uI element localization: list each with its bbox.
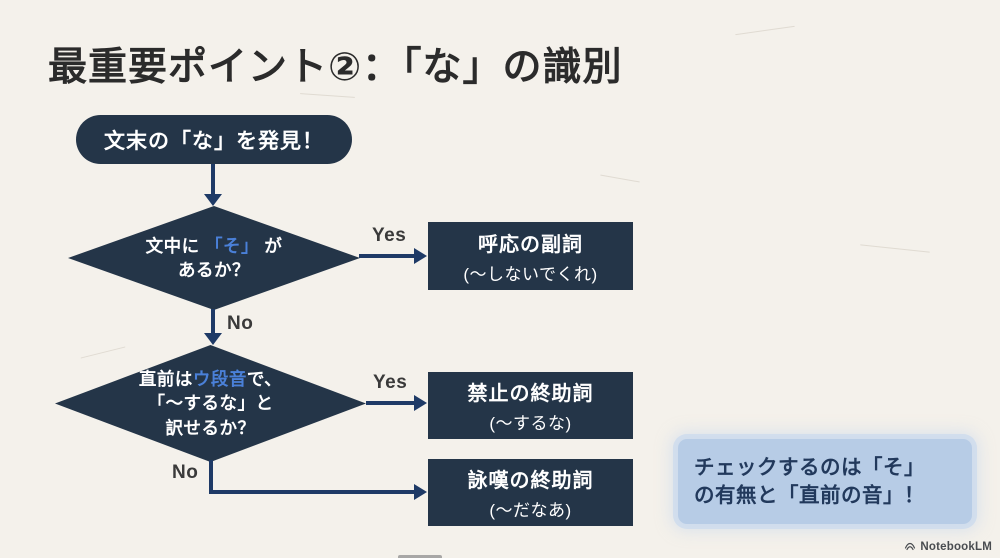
flow-result2-node: 禁止の終助詞 (〜するな): [428, 372, 633, 439]
accent-udan: ウ段音: [192, 368, 247, 389]
paper-texture-line: [300, 93, 355, 98]
callout-line1: チェックするのは「そ」: [694, 455, 925, 479]
video-scrubber-handle[interactable]: [398, 555, 442, 558]
arrowhead-right-icon: [414, 395, 427, 411]
flow-decision1-label: 文中に 「そ」 が あるか？: [146, 234, 283, 283]
decision2-line3: 訳せるか？: [165, 417, 256, 438]
accent-so: 「そ」: [205, 235, 259, 256]
flow-result1-node: 呼応の副詞 (〜しないでくれ): [428, 222, 633, 290]
paper-texture-line: [735, 25, 795, 36]
flow-decision1-node: 文中に 「そ」 が あるか？: [68, 206, 360, 310]
edge-label-no2: No: [172, 462, 199, 483]
paper-texture-line: [80, 346, 126, 359]
arrow-start-to-decision1: [211, 164, 215, 195]
flow-decision2-label: 直前はウ段音で、 「〜するな」と 訳せるか？: [139, 367, 282, 441]
arrowhead-down-icon: [204, 194, 222, 206]
edge-label-no1: No: [227, 313, 254, 334]
arrow-decision2-no-vertical: [209, 460, 213, 494]
result2-sub: (〜するな): [489, 414, 572, 433]
result3-sub: (〜だなあ): [489, 501, 572, 520]
decision1-line2: あるか？: [178, 260, 250, 280]
callout-line2: の有無と「直前の音」！: [694, 483, 925, 507]
edge-label-yes1: Yes: [372, 225, 407, 246]
notebooklm-watermark: NotebookLM: [904, 541, 992, 553]
arrowhead-right-icon: [414, 484, 427, 500]
key-point-callout: チェックするのは「そ」 の有無と「直前の音」！: [678, 439, 972, 524]
arrow-decision2-yes: [366, 401, 416, 405]
slide-title: 最重要ポイント②：「な」の識別: [48, 46, 623, 89]
edge-label-yes2: Yes: [373, 372, 408, 393]
arrow-decision1-no: [211, 309, 215, 334]
decision2-line1: 直前はウ段音で、: [138, 368, 283, 389]
flow-decision2-node: 直前はウ段音で、 「〜するな」と 訳せるか？: [55, 345, 366, 462]
paper-texture-line: [600, 174, 640, 183]
result1-title: 呼応の副詞: [478, 233, 583, 256]
paper-texture-line: [860, 244, 930, 253]
result2-title: 禁止の終助詞: [467, 383, 594, 405]
notebooklm-watermark-text: NotebookLM: [920, 541, 992, 553]
arrowhead-right-icon: [414, 248, 427, 264]
notebooklm-logo-icon: [904, 541, 916, 553]
result1-sub: (〜しないでくれ): [463, 264, 598, 284]
flow-start-node: 文末の「な」を発見！: [76, 115, 352, 164]
arrow-decision1-yes: [359, 254, 416, 258]
arrow-decision2-no-horizontal: [209, 490, 416, 494]
result3-title: 詠嘆の終助詞: [467, 470, 594, 492]
arrowhead-down-icon: [204, 333, 222, 345]
decision1-line1: 文中に 「そ」 が: [145, 235, 283, 256]
decision2-line2: 「〜するな」と: [147, 393, 274, 414]
flow-start-label: 文末の「な」を発見！: [104, 129, 324, 153]
flow-result3-node: 詠嘆の終助詞 (〜だなあ): [428, 459, 633, 526]
